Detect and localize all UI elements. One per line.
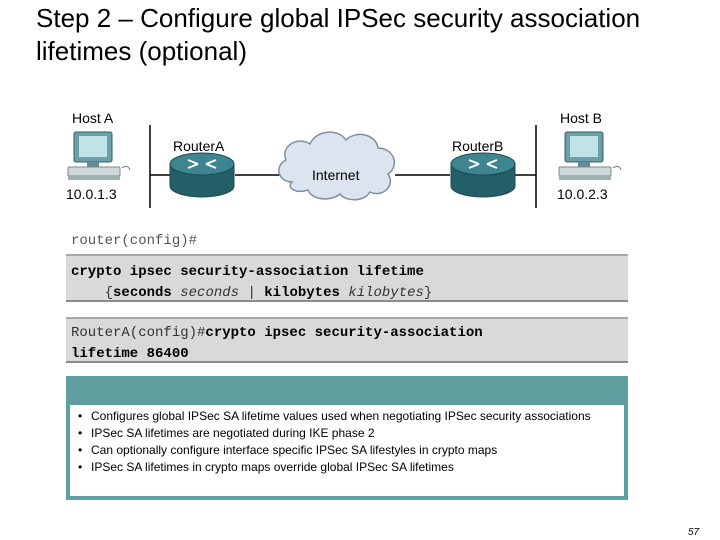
notes-body: Configures global IPSec SA lifetime valu… <box>70 405 624 496</box>
host-a-ip-label: 10.0.1.3 <box>66 186 117 202</box>
router-a-label: RouterA <box>173 138 225 154</box>
syntax-separator: | <box>247 285 256 301</box>
host-a-computer-icon <box>67 131 131 180</box>
internet-cloud-icon <box>278 131 396 201</box>
syntax-seconds-argument: seconds <box>180 285 240 301</box>
page-number: 57 <box>688 527 700 538</box>
note-item: IPSec SA lifetimes are negotiated during… <box>75 425 618 442</box>
network-diagram: Host A Host B RouterA RouterB Internet 1… <box>60 100 630 220</box>
syntax-kilobytes-keyword: kilobytes <box>264 285 340 301</box>
host-b-computer-icon <box>558 131 622 180</box>
network-topology <box>67 125 622 208</box>
syntax-line-1: crypto ipsec security-association lifeti… <box>71 264 424 280</box>
example-prompt: RouterA(config)# <box>71 325 206 341</box>
host-b-ip-label: 10.0.2.3 <box>557 186 608 202</box>
router-a-icon <box>169 152 235 198</box>
example-box: RouterA(config)#crypto ipsec security-as… <box>66 317 628 363</box>
note-item: Configures global IPSec SA lifetime valu… <box>75 408 618 425</box>
router-b-label: RouterB <box>452 138 504 154</box>
syntax-line-2: {seconds seconds | kilobytes kilobytes} <box>71 283 628 304</box>
syntax-open-brace: { <box>104 285 114 301</box>
syntax-box: crypto ipsec security-association lifeti… <box>66 254 628 302</box>
example-line-1: RouterA(config)#crypto ipsec security-as… <box>71 323 628 344</box>
syntax-close-brace: } <box>423 285 433 301</box>
note-item: Can optionally configure interface speci… <box>75 442 618 459</box>
notes-panel: Configures global IPSec SA lifetime valu… <box>66 376 628 500</box>
notes-list: Configures global IPSec SA lifetime valu… <box>75 408 618 476</box>
slide-title: Step 2 – Configure global IPSec security… <box>36 3 641 66</box>
host-a-label: Host A <box>72 110 114 126</box>
example-line-2: lifetime 86400 <box>71 346 189 362</box>
syntax-seconds-keyword: seconds <box>113 285 172 301</box>
example-command: crypto ipsec security-association <box>205 325 483 341</box>
note-item: IPSec SA lifetimes in crypto maps overri… <box>75 459 618 476</box>
syntax-kilobytes-argument: kilobytes <box>348 285 424 301</box>
host-b-label: Host B <box>560 110 603 126</box>
config-prompt: router(config)# <box>71 233 198 249</box>
router-b-icon <box>450 152 516 198</box>
internet-label: Internet <box>312 167 360 183</box>
